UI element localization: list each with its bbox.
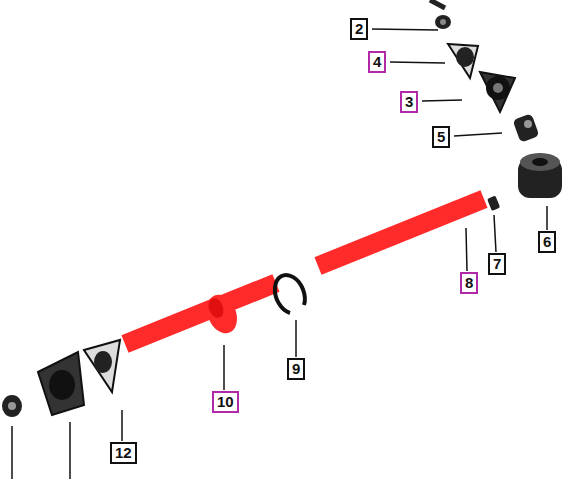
callout-number: 3 (400, 91, 418, 113)
shaft-8 (125, 199, 484, 344)
callout-number: 5 (432, 126, 450, 148)
callout-number: 6 (538, 231, 556, 253)
circlip-9 (275, 275, 305, 313)
bearing-6 (518, 153, 562, 198)
callout-number: 10 (212, 391, 239, 413)
nut (2, 395, 22, 417)
housing (38, 352, 84, 415)
leader-lines (12, 29, 547, 479)
callout-number: 9 (287, 358, 305, 380)
callout-number: 2 (350, 18, 368, 40)
collar-10 (202, 290, 243, 338)
gasket-12 (84, 340, 120, 392)
gasket-4 (448, 44, 478, 78)
callout-number: 4 (368, 51, 386, 73)
callout-number: 8 (460, 272, 478, 294)
nut-2 (430, 0, 451, 29)
stub-7 (487, 196, 500, 211)
flange-3 (480, 72, 515, 112)
bushing-5 (512, 113, 539, 142)
callout-number: 7 (488, 253, 506, 275)
callout-number: 12 (110, 442, 137, 464)
